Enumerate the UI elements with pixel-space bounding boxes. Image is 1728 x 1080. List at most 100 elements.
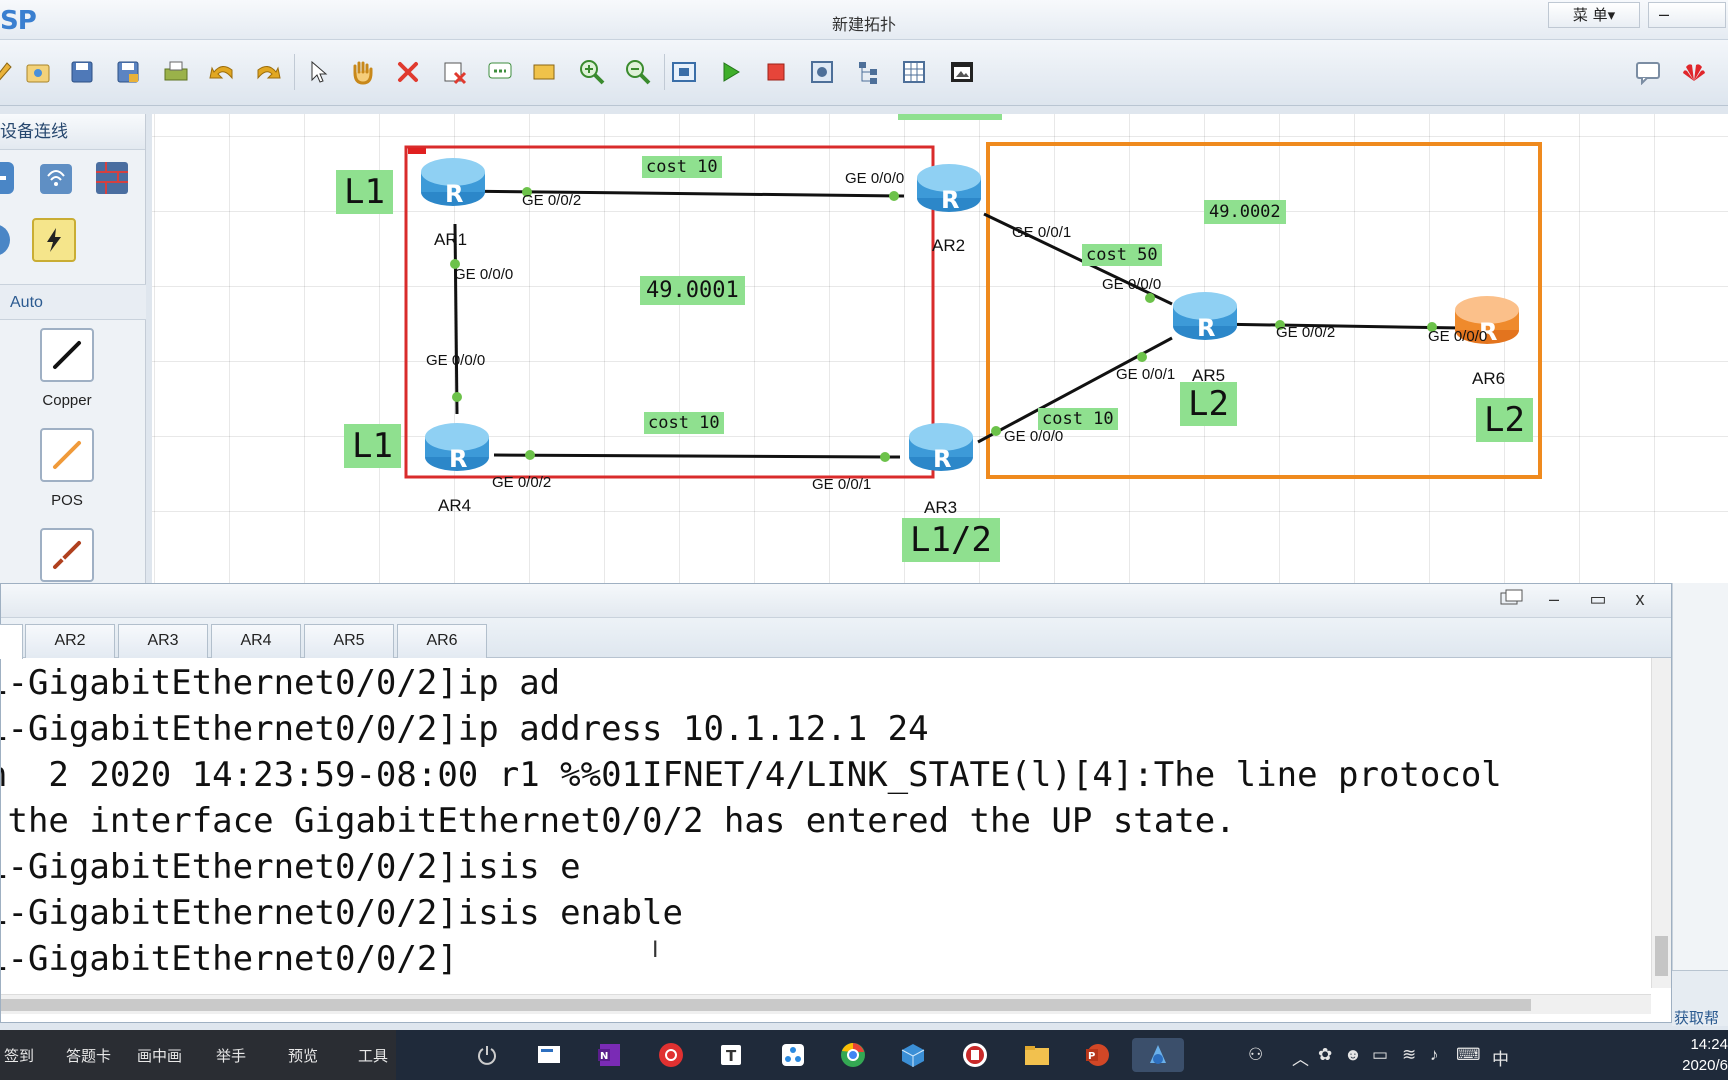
ensp-app-icon[interactable]: [1132, 1038, 1184, 1072]
tab-ar6[interactable]: AR6: [397, 624, 487, 658]
cost-label-ar1-ar2[interactable]: cost 10: [642, 156, 722, 178]
tools-button[interactable]: 工具: [358, 1047, 389, 1065]
level-label-l2-ar5[interactable]: L2: [1180, 382, 1237, 426]
level-label-l1-ar1[interactable]: L1: [336, 170, 393, 214]
people-icon[interactable]: ⚇: [1248, 1045, 1264, 1064]
cost-label-ar4-ar3[interactable]: cost 10: [644, 412, 724, 434]
undo-icon[interactable]: [206, 56, 238, 88]
zoom-in-icon[interactable]: [576, 56, 608, 88]
checkin-button[interactable]: 签到: [4, 1047, 35, 1065]
redo-icon[interactable]: [252, 56, 284, 88]
terminal-horizontal-scrollbar[interactable]: [1, 994, 1651, 1014]
meeting-toolbar: 签到 答题卡 画中画 举手 预览 工具: [0, 1030, 396, 1080]
flower-tray-icon[interactable]: ✿: [1318, 1045, 1333, 1064]
onenote-app-icon[interactable]: N: [592, 1038, 626, 1072]
power-icon[interactable]: [470, 1038, 504, 1072]
delete-link-icon[interactable]: [438, 56, 470, 88]
pos-cable-label: POS: [51, 492, 83, 509]
router-ar5-icon[interactable]: R: [1170, 288, 1240, 344]
menu-button[interactable]: 菜 单▾: [1548, 2, 1640, 28]
new-topology-icon[interactable]: [0, 56, 18, 88]
chrome-icon[interactable]: [836, 1038, 870, 1072]
capture-icon[interactable]: [806, 56, 838, 88]
battery-icon[interactable]: ▭: [1372, 1045, 1389, 1064]
router-ar1-icon[interactable]: R: [418, 154, 488, 210]
router-ar3-icon[interactable]: R: [906, 419, 976, 475]
cost-label-ar2-ar5[interactable]: cost 50: [1082, 244, 1162, 266]
cloud-category-icon[interactable]: [0, 218, 16, 262]
console-close-icon[interactable]: x: [1635, 589, 1645, 609]
terminal-vertical-scrollbar[interactable]: [1651, 658, 1671, 988]
serial-cable-icon[interactable]: [40, 528, 94, 582]
console-minimize-icon[interactable]: –: [1548, 589, 1559, 609]
tab-ar2[interactable]: AR2: [25, 624, 115, 658]
tray-expand-icon[interactable]: ︿: [1292, 1050, 1309, 1069]
volume-icon[interactable]: ♪: [1430, 1045, 1439, 1064]
pos-cable-icon[interactable]: [40, 428, 94, 482]
preview-button[interactable]: 预览: [288, 1047, 319, 1065]
university-app-icon[interactable]: [958, 1038, 992, 1072]
select-pointer-icon[interactable]: [302, 56, 334, 88]
pan-hand-icon[interactable]: [346, 56, 378, 88]
wireless-category-icon[interactable]: [34, 156, 78, 200]
svg-text:N: N: [600, 1051, 608, 1062]
restore-icon[interactable]: [1493, 588, 1531, 612]
picture-in-picture-button[interactable]: 画中画: [137, 1047, 183, 1065]
copper-cable-icon[interactable]: [40, 328, 94, 382]
save-as-icon[interactable]: [112, 56, 144, 88]
router-category-icon[interactable]: [0, 156, 18, 200]
stop-device-icon[interactable]: [760, 56, 792, 88]
delete-icon[interactable]: [392, 56, 424, 88]
tab-ar5[interactable]: AR5: [304, 624, 394, 658]
system-clock[interactable]: 14:24 2020/6: [1682, 1034, 1728, 1076]
tab-ar4[interactable]: AR4: [211, 624, 301, 658]
powerpoint-icon[interactable]: P: [1080, 1038, 1114, 1072]
screenshot-icon[interactable]: [946, 56, 978, 88]
whiteboard-app-icon[interactable]: [532, 1038, 566, 1072]
rectangle-tool-icon[interactable]: [528, 56, 560, 88]
topology-tree-icon[interactable]: [852, 56, 884, 88]
device-palette: 设备连线 Auto Copper POS: [0, 114, 146, 584]
print-icon[interactable]: [160, 56, 192, 88]
keyboard-icon[interactable]: ⌨: [1456, 1045, 1481, 1064]
help-panel-tab[interactable]: 获取帮: [1672, 970, 1728, 1027]
qq-tray-icon[interactable]: ☻: [1344, 1045, 1362, 1064]
area-id-49-0002[interactable]: 49.0002: [1204, 200, 1286, 224]
level-label-l1-ar4[interactable]: L1: [344, 424, 401, 468]
level-label-l2-ar6[interactable]: L2: [1476, 398, 1533, 442]
chat-icon[interactable]: [1632, 56, 1664, 88]
router-ar6-icon[interactable]: R: [1452, 292, 1522, 348]
cost-label-ar3-ar5[interactable]: cost 10: [1038, 408, 1118, 430]
app-logo: SP: [0, 6, 37, 36]
router-ar2-icon[interactable]: R: [914, 160, 984, 216]
router-ar4-icon[interactable]: R: [422, 419, 492, 475]
typora-app-icon[interactable]: T: [714, 1038, 748, 1072]
auto-cable-label[interactable]: Auto: [0, 284, 146, 320]
level-label-l12-ar3[interactable]: L1/2: [902, 518, 1000, 562]
open-file-icon[interactable]: [22, 56, 54, 88]
area-id-49-0001[interactable]: 49.0001: [640, 276, 745, 305]
text-annotation-icon[interactable]: [484, 56, 516, 88]
network-tool-icon[interactable]: [776, 1038, 810, 1072]
terminal-output[interactable]: 1-GigabitEthernet0/0/2]ip ad 1-GigabitEt…: [1, 658, 1651, 988]
cable-category-icon[interactable]: [32, 218, 76, 262]
save-icon[interactable]: [66, 56, 98, 88]
tab-ar3[interactable]: AR3: [118, 624, 208, 658]
file-explorer-icon[interactable]: [1020, 1038, 1054, 1072]
fit-view-icon[interactable]: [668, 56, 700, 88]
grid-table-icon[interactable]: [898, 56, 930, 88]
raise-hand-button[interactable]: 举手: [216, 1047, 247, 1065]
firewall-category-icon[interactable]: [90, 156, 134, 200]
tab-ar1[interactable]: [0, 624, 23, 659]
box-app-icon[interactable]: [896, 1038, 930, 1072]
console-maximize-icon[interactable]: ▭: [1589, 589, 1607, 609]
start-device-icon[interactable]: [714, 56, 746, 88]
answer-card-button[interactable]: 答题卡: [66, 1047, 112, 1065]
minimize-button[interactable]: –: [1648, 2, 1726, 28]
topology-canvas[interactable]: R R R R R R AR1 AR2 AR3 AR4 AR5 AR6 GE 0…: [152, 114, 1728, 584]
zoom-out-icon[interactable]: [622, 56, 654, 88]
huawei-logo-icon[interactable]: [1678, 56, 1710, 88]
wifi-icon[interactable]: ≋: [1402, 1045, 1417, 1064]
music-app-icon[interactable]: [654, 1038, 688, 1072]
ime-indicator[interactable]: 中: [1492, 1050, 1509, 1069]
